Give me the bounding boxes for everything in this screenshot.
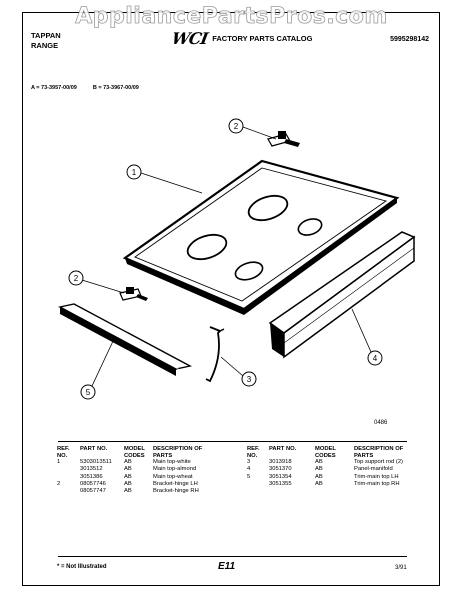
ref-cell (247, 481, 269, 488)
callout-label: 4 (373, 354, 378, 363)
model-cell: AB (124, 459, 132, 465)
callout-label: 2 (74, 274, 79, 283)
parts-table-left: REF. NO. PART NO. MODEL CODES DESCRIPTIO… (57, 446, 223, 495)
col-model-codes: MODEL CODES (315, 446, 336, 459)
burner-opening (297, 218, 323, 236)
desc-cell: Bracket-hinge LH (153, 480, 198, 487)
callout-3: 3 (220, 356, 257, 387)
parts-table-right: REF. NO. PART NO. MODEL CODES DESCRIPTIO… (247, 446, 412, 488)
col-ref-no: REF. NO. (247, 446, 260, 459)
page-number: E11 (218, 561, 236, 572)
model-b: B = 73-3967-00/09 (92, 85, 139, 91)
revision-date: 3/91 (395, 565, 407, 571)
col-part-no: PART NO. (269, 446, 297, 452)
desc-cell: Main top-wheat (153, 473, 193, 480)
callout-5: 5 (80, 338, 115, 400)
table-row: 3 3013918 AB Top support rod (2) (247, 459, 412, 466)
exploded-parts-diagram: 1 2 2 3 4 5 (57, 118, 416, 400)
ref-cell: 1 (57, 459, 61, 465)
model-cell: AB (124, 488, 132, 495)
part-cell: 5303013511 (80, 459, 112, 465)
desc-cell: Trim-main top LH (354, 473, 399, 480)
table-row: 3051386 AB Main top-wheat (57, 474, 223, 481)
table-row: 4 3051370 AB Panel-manifold (247, 466, 412, 473)
model-cell: AB (124, 466, 132, 473)
model-list: A = 73-3957-00/09 B = 73-3967-00/09 (31, 85, 139, 91)
burner-opening (186, 233, 228, 261)
table-top-rule (58, 441, 407, 442)
callout-label: 3 (247, 375, 252, 384)
ref-cell: 5 (247, 473, 251, 480)
catalog-number: 5995298142 (390, 36, 429, 43)
part-cell: 3013512 (80, 466, 103, 473)
hinge-bracket-lower (119, 287, 148, 301)
burner-opening (247, 194, 289, 222)
ref-cell: 4 (247, 466, 251, 473)
model-a: A = 73-3957-00/09 (31, 85, 77, 91)
table-row: 5 3051354 AB Trim-main top LH (247, 474, 412, 481)
trim-strip (57, 303, 193, 376)
wci-logo: WCI (170, 29, 209, 48)
part-cell: 3051370 (269, 466, 292, 473)
ref-cell: 3 (247, 459, 251, 465)
part-cell: 3013918 (269, 459, 292, 465)
watermark: AppliancePartsPros.com (75, 4, 388, 30)
ref-cell (57, 474, 80, 481)
ref-cell (57, 466, 80, 473)
brand-name: TAPPAN (31, 31, 61, 40)
desc-cell: Panel-manifold (354, 466, 393, 473)
part-cell: 08057746 (80, 480, 106, 487)
col-description: DESCRIPTION OF PARTS (153, 446, 203, 459)
main-top-part (122, 159, 400, 315)
table-row: 3051355 AB Trim-main top RH (247, 481, 412, 488)
table-row: 1 5303013511 AB Main top-white (57, 459, 223, 466)
catalog-header: WCI FACTORY PARTS CATALOG (170, 29, 313, 48)
part-cell: 08057747 (80, 488, 106, 495)
callout-2-upper: 2 (228, 118, 277, 140)
callout-label: 2 (234, 122, 239, 131)
callout-label: 1 (132, 168, 137, 177)
diagram-number: 0486 (374, 420, 388, 426)
table-bottom-rule (58, 556, 407, 557)
model-cell: AB (124, 473, 132, 480)
model-cell: AB (124, 480, 132, 487)
support-rod (205, 326, 225, 383)
part-cell: 3051354 (269, 473, 292, 480)
desc-cell: Main top-white (153, 459, 191, 465)
model-cell: AB (315, 473, 323, 480)
product-type: RANGE (31, 41, 59, 50)
col-model-codes: MODEL CODES (124, 446, 145, 459)
manifold-panel (268, 231, 416, 359)
desc-cell: Top support rod (2) (354, 459, 403, 465)
desc-cell: Trim-main top RH (354, 480, 400, 487)
part-cell: 3051355 (269, 480, 292, 487)
desc-cell: Main top-almond (153, 466, 197, 473)
model-cell: AB (315, 466, 323, 473)
table-row: 2 08057746 AB Bracket-hinge LH (57, 481, 223, 488)
callout-2-lower: 2 (68, 270, 125, 294)
callout-label: 5 (86, 388, 91, 397)
model-cell: AB (315, 459, 323, 465)
col-ref-no: REF. NO. (57, 446, 70, 459)
callout-4: 4 (351, 308, 383, 366)
desc-cell: Bracket-hinge RH (153, 488, 199, 495)
callout-1: 1 (126, 164, 203, 194)
model-cell: AB (315, 480, 323, 487)
col-description: DESCRIPTION OF PARTS (354, 446, 404, 459)
table-header-row: REF. NO. PART NO. MODEL CODES DESCRIPTIO… (57, 446, 223, 459)
ref-cell: 2 (57, 480, 61, 487)
part-cell: 3051386 (80, 473, 103, 480)
ref-cell (57, 488, 80, 495)
col-part-no: PART NO. (80, 446, 108, 452)
not-illustrated-note: * = Not Illustrated (57, 564, 107, 570)
brand-block: TAPPAN RANGE (31, 31, 61, 51)
catalog-title: FACTORY PARTS CATALOG (212, 34, 313, 43)
table-row: 3013512 AB Main top-almond (57, 466, 223, 473)
table-row: 08057747 AB Bracket-hinge RH (57, 488, 223, 495)
table-header-row: REF. NO. PART NO. MODEL CODES DESCRIPTIO… (247, 446, 412, 459)
hinge-bracket-upper (267, 131, 300, 147)
burner-opening (234, 261, 264, 281)
